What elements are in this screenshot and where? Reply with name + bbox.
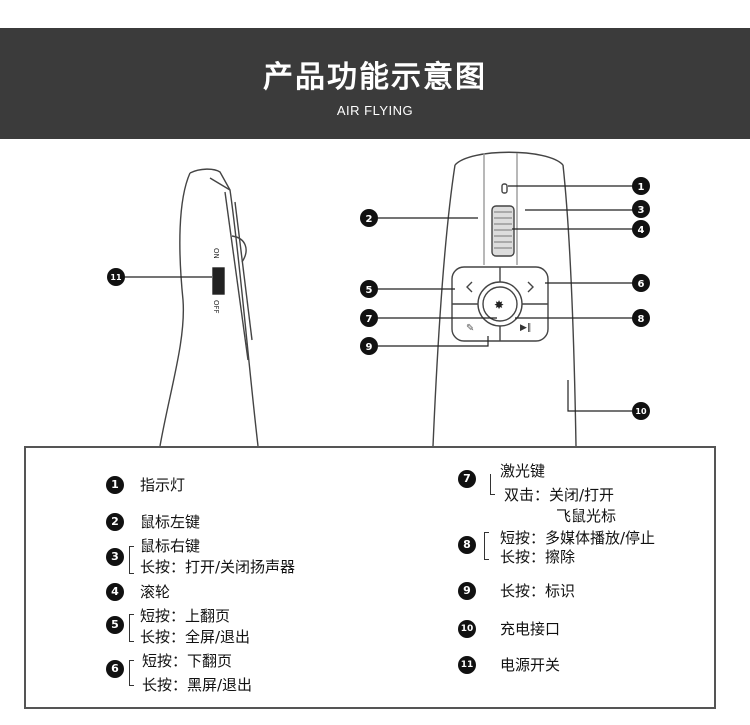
legend-bracket-3 [129,546,134,574]
legend-laser-cursor: 飞鼠光标 [556,507,617,525]
callout-1: 1 [638,182,645,193]
legend-num-11: 11 [458,656,476,674]
callout-4: 4 [638,225,645,236]
callout-3: 3 [638,205,645,216]
callout-5: 5 [366,285,373,296]
legend-indicator-light: 指示灯 [140,476,186,494]
header-banner [0,28,750,139]
legend-left-click: 鼠标左键 [140,513,201,531]
pen-icon: ✎ [466,323,474,334]
legend-bracket-6 [129,660,134,686]
callout-10: 10 [635,407,647,416]
play-pause-icon: ▶‖ [520,323,531,333]
legend-num-3: 3 [106,548,124,566]
legend-page-down-short: 短按：下翻页 [142,652,233,670]
callout-numbers: 1 2 3 4 5 6 7 8 9 10 11 [107,177,650,420]
legend-box [24,446,716,709]
legend-laser-key: 激光键 [500,462,546,480]
callout-lines [124,185,640,412]
callout-8: 8 [638,314,645,325]
legend-charge-port: 充电接口 [500,620,561,638]
legend-page-up-long: 长按：全屏/退出 [140,628,251,646]
legend-bracket-5 [129,614,134,642]
page-title: 产品功能示意图 [263,60,487,95]
legend-bracket-8 [484,532,489,560]
legend-mark: 长按：标识 [500,582,576,600]
callout-9: 9 [366,342,373,353]
legend-num-6: 6 [106,660,124,678]
legend-right-click: 鼠标右键 [140,537,201,555]
switch-off-label: OFF [212,300,220,314]
legend-num-2: 2 [106,513,124,531]
switch-on-label: ON [212,248,220,259]
legend-media-short: 短按：多媒体播放/停止 [500,529,656,547]
legend-scroll-wheel: 滚轮 [140,583,171,601]
legend-media-long: 长按：擦除 [500,548,576,566]
page-subtitle: AIR FLYING [336,103,414,118]
legend-num-10: 10 [458,620,476,638]
legend-laser-double: 双击：关闭/打开 [504,486,615,504]
legend-num-9: 9 [458,582,476,600]
callout-7: 7 [366,314,373,325]
legend-page-up-short: 短按：上翻页 [140,607,231,625]
legend-num-5: 5 [106,616,124,634]
side-view [159,168,259,446]
legend-num-4: 4 [106,583,124,601]
legend-num-1: 1 [106,476,124,494]
callout-11: 11 [110,273,122,282]
legend-num-8: 8 [458,536,476,554]
front-view [432,151,577,446]
laser-icon: ✸ [494,298,504,312]
legend-right-click-detail: 长按：打开/关闭扬声器 [140,558,296,576]
callout-2: 2 [366,214,373,225]
product-diagram: ON OFF ✸ ▶‖ ✎ [107,151,650,446]
legend-num-7: 7 [458,470,476,488]
legend-page-down-long: 长按：黑屏/退出 [142,676,253,694]
legend-power-switch: 电源开关 [500,656,561,674]
legend-bracket-7 [490,474,495,495]
callout-6: 6 [638,279,645,290]
